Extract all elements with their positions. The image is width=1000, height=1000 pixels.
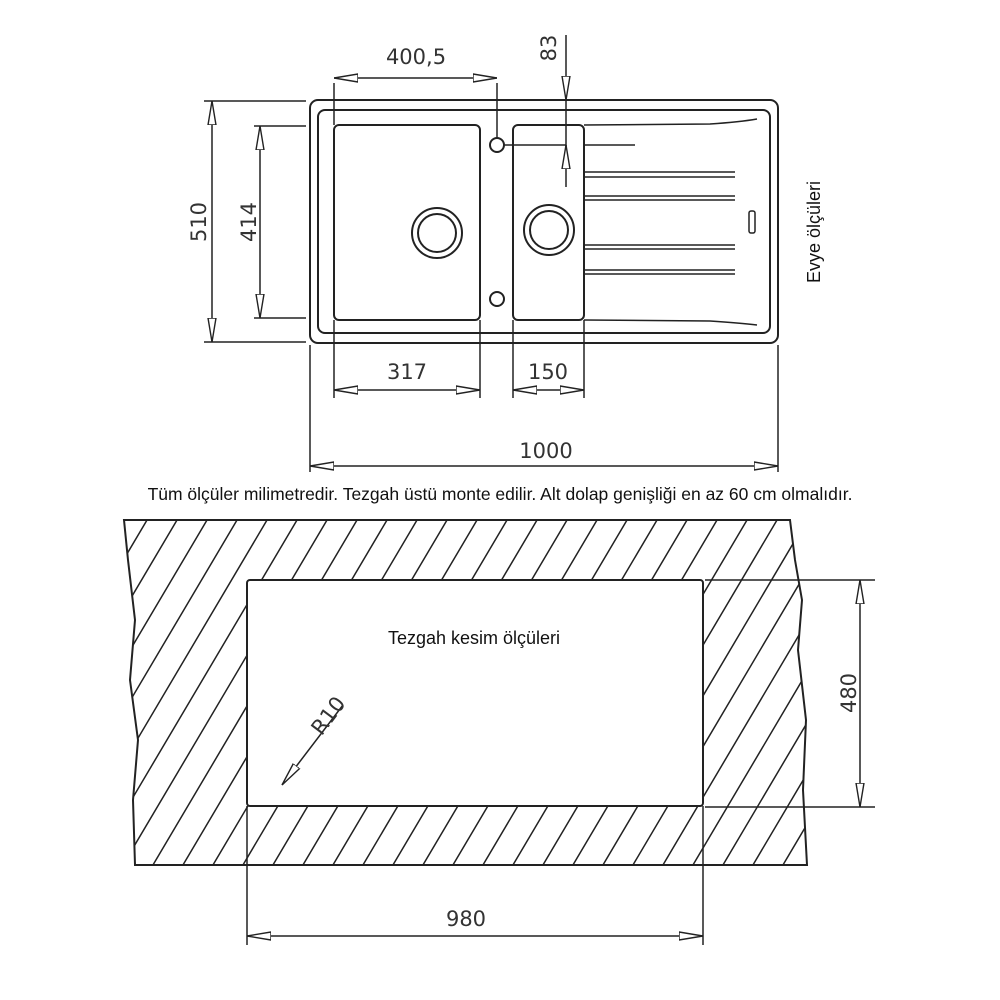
- hatch-line: [124, 520, 271, 865]
- hatch-line: [269, 520, 481, 865]
- hatch-line: [124, 520, 181, 865]
- hatch-line: [124, 520, 211, 865]
- cutout-title: Tezgah kesim ölçüleri: [388, 628, 560, 648]
- dimension-label: 317: [387, 360, 427, 384]
- dimension-label: 510: [187, 202, 211, 242]
- cutout-opening: [246, 579, 704, 807]
- hatch-line: [124, 520, 331, 865]
- dimension-label: 414: [237, 202, 261, 242]
- dimension-label: 400,5: [386, 45, 446, 69]
- hatch-line: [509, 520, 721, 865]
- hatch-line: [449, 520, 661, 865]
- hatch-line: [359, 520, 571, 865]
- dimension-main-bowl-width: 317: [334, 360, 480, 390]
- hatch-line: [719, 520, 807, 865]
- dimension-corner-radius: R10: [282, 692, 350, 785]
- hatch-line: [209, 520, 421, 865]
- main-drain-icon: [411, 207, 463, 259]
- drainboard-grooves: [583, 118, 758, 326]
- drainboard-slot: [748, 210, 756, 234]
- hatch-line: [419, 520, 631, 865]
- dimension-cutout-width: 980: [246, 806, 704, 945]
- dimension-total-width: 1000: [310, 439, 778, 466]
- hatch-line: [389, 520, 601, 865]
- dimension-label: R10: [306, 692, 350, 739]
- small-drain-icon: [523, 204, 575, 256]
- hatch-line: [749, 520, 807, 865]
- hatch-line: [539, 520, 751, 865]
- hatch-line: [124, 520, 151, 865]
- dimension-cutout-depth: 480: [705, 579, 875, 808]
- hatch-line: [239, 520, 451, 865]
- dimension-label: 83: [537, 35, 561, 62]
- hatch-line: [149, 520, 361, 865]
- dimension-label: 980: [446, 907, 486, 931]
- sink-top-view: 400,5 83 510 414: [187, 35, 824, 472]
- tap-hole: [489, 137, 505, 153]
- hatch-line: [479, 520, 691, 865]
- dimension-total-depth: 510: [187, 100, 306, 343]
- hatch-line: [629, 520, 807, 865]
- dimension-label: 1000: [519, 439, 572, 463]
- cutout-view: Tezgah kesim ölçüleri R10 480 980: [0, 515, 875, 945]
- dimension-tap-hole-depth: 83: [504, 35, 566, 187]
- dimension-bowl-depth: 414: [237, 125, 306, 319]
- hatch-line: [124, 520, 241, 865]
- hatch-line: [0, 515, 120, 870]
- extension-lines: [309, 320, 779, 472]
- sink-dimensions-title: Evye ölçüleri: [804, 181, 824, 283]
- hatch-line: [569, 520, 781, 865]
- hatch-line: [659, 520, 807, 865]
- dimension-tap-hole-offset: 400,5: [333, 45, 498, 138]
- hatch-line: [179, 520, 391, 865]
- dimension-label: 150: [528, 360, 568, 384]
- hatch-line: [689, 520, 807, 865]
- small-bowl: [512, 124, 585, 321]
- caption-note: Tüm ölçüler milimetredir. Tezgah üstü mo…: [148, 484, 853, 504]
- sink-outer-rim: [309, 99, 779, 344]
- hatch-line: [599, 520, 807, 865]
- main-bowl: [333, 124, 481, 321]
- countertop-outline: [122, 519, 809, 866]
- dimension-label: 480: [837, 673, 861, 713]
- hatch-line: [779, 520, 807, 865]
- dimension-small-bowl-width: 150: [513, 360, 584, 390]
- overflow-hole: [489, 291, 505, 307]
- hatch-line: [124, 520, 301, 865]
- sink-inner-rim: [317, 109, 771, 334]
- hatch-line: [329, 520, 541, 865]
